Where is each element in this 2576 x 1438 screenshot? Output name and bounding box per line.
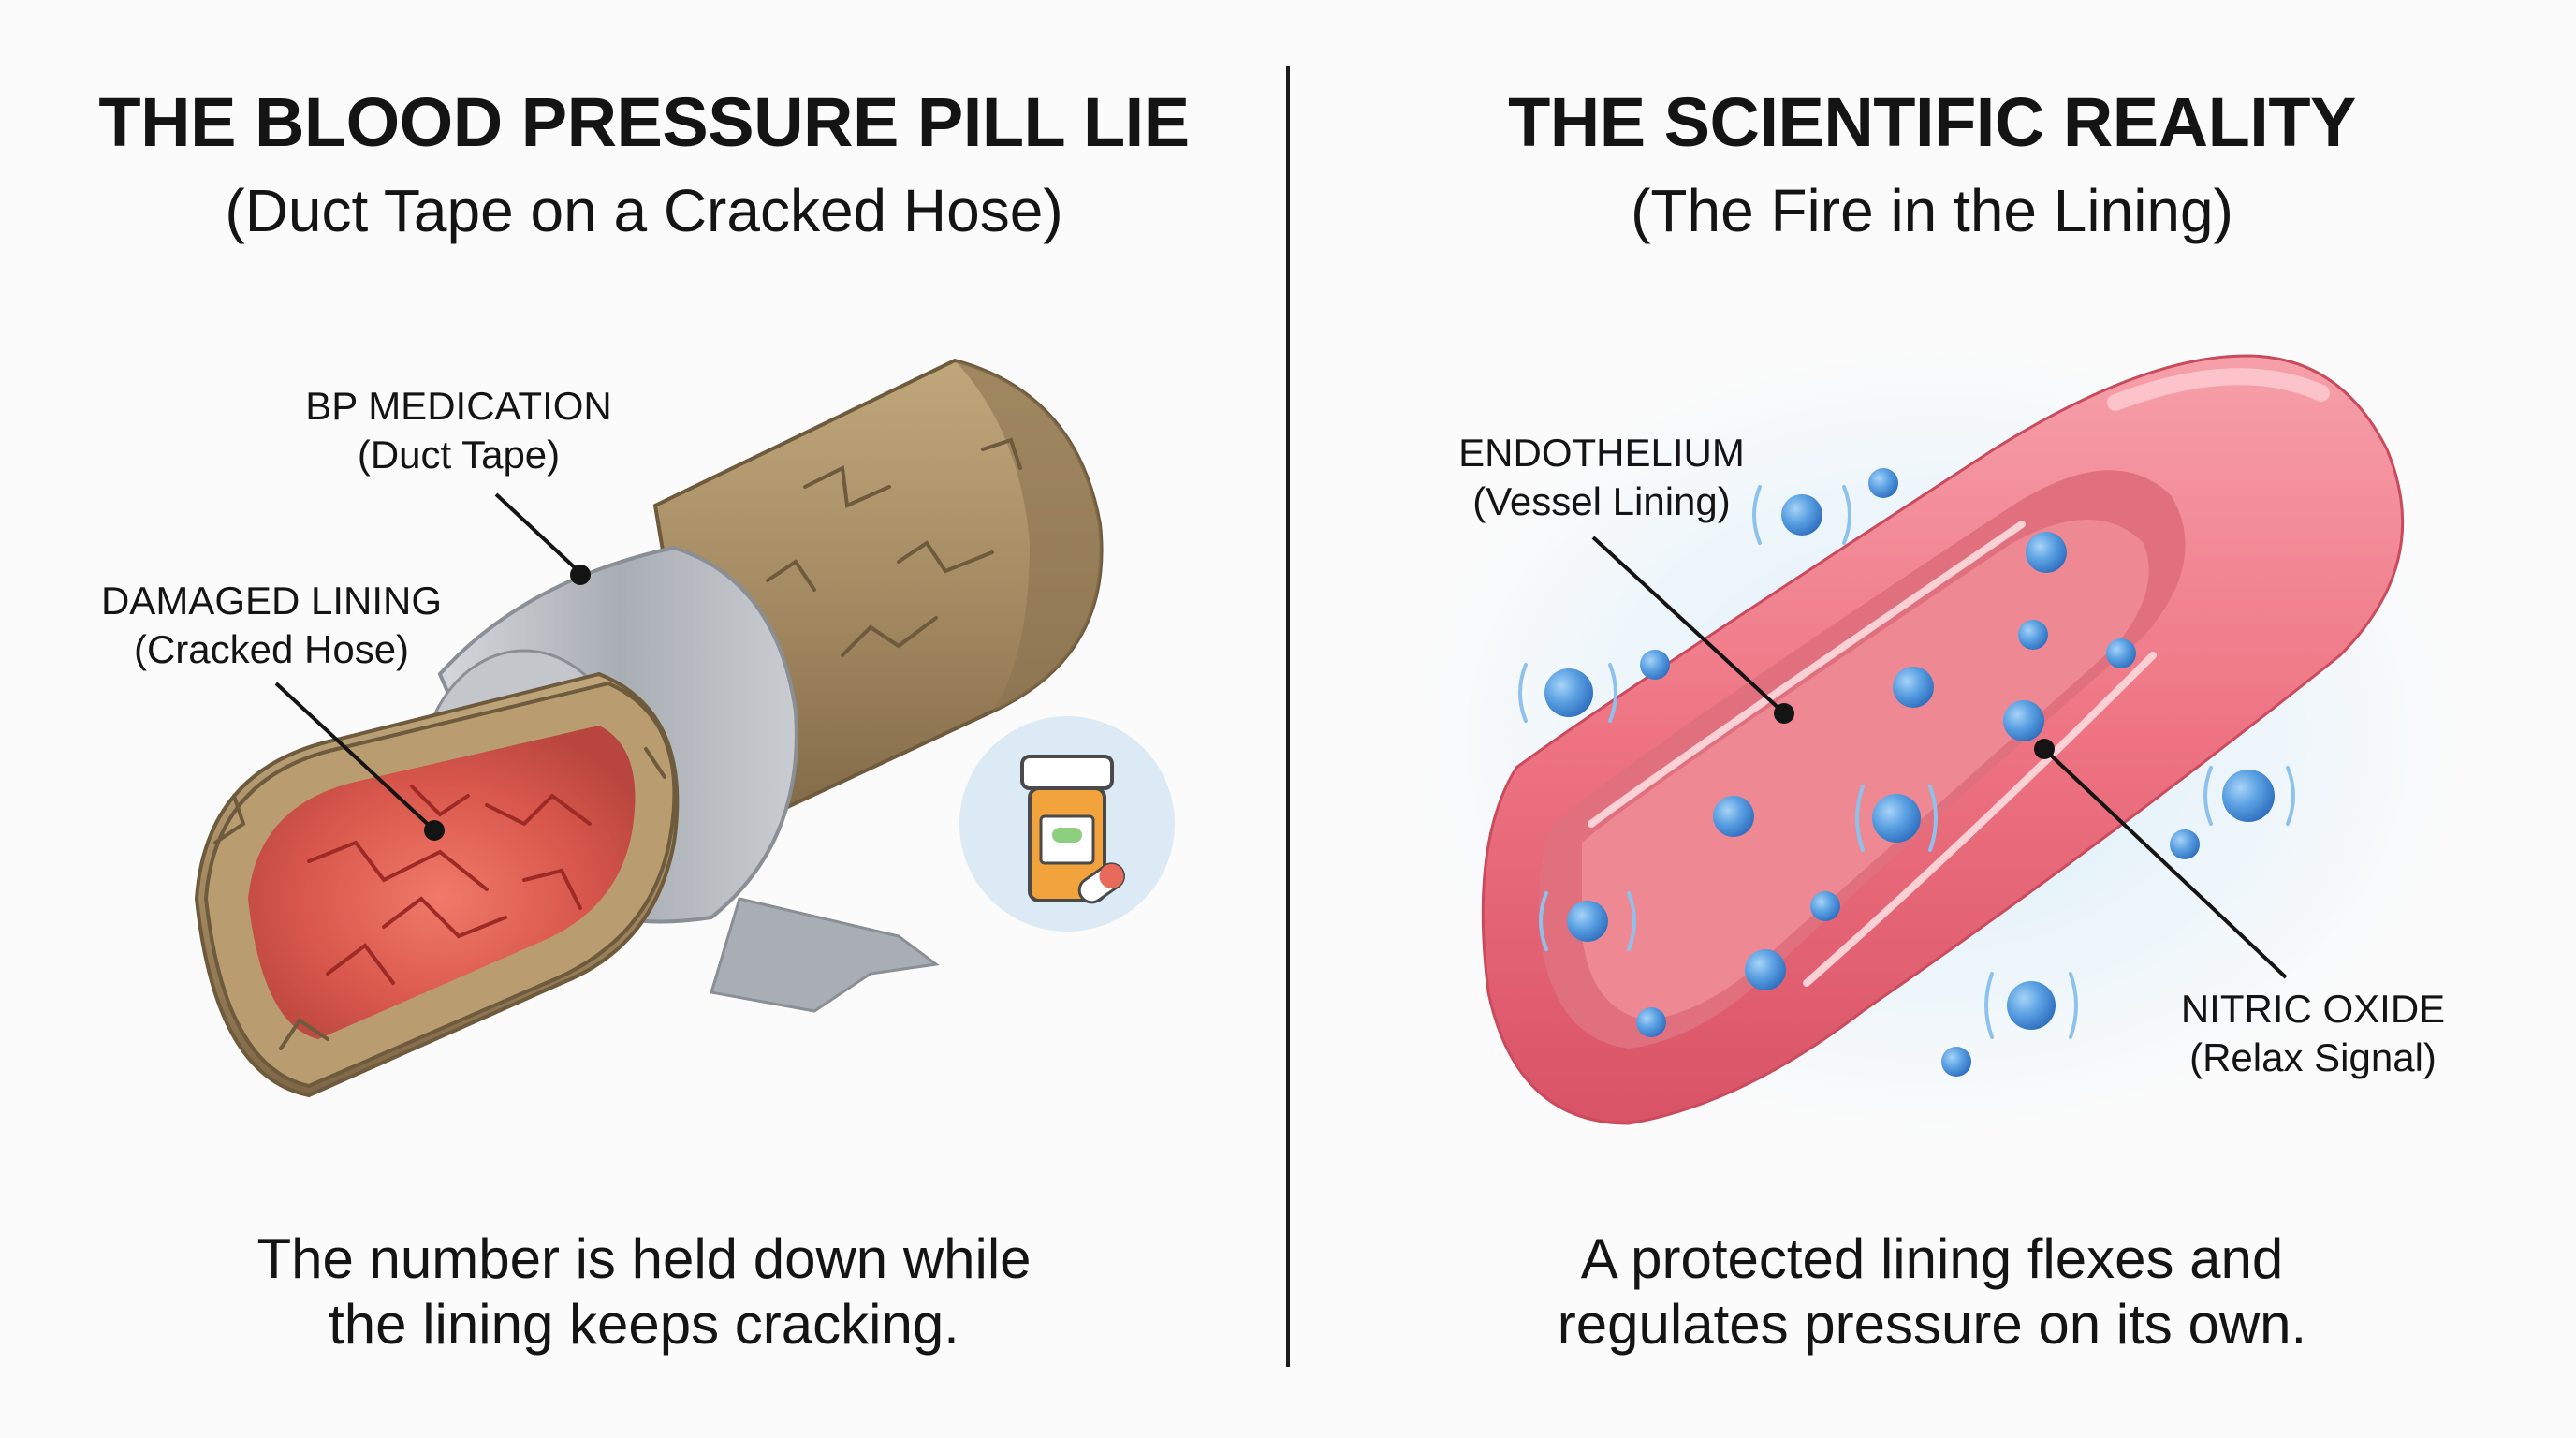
right-caption-line-2: regulates pressure on its own. <box>1557 1293 2307 1356</box>
right-caption-line-1: A protected lining flexes and <box>1580 1227 2284 1290</box>
left-subtitle: (Duct Tape on a Cracked Hose) <box>225 177 1063 244</box>
nitric-oxide-name: NITRIC OXIDE <box>2180 987 2446 1031</box>
damaged-lining-label: DAMAGED LINING (Cracked Hose) <box>75 577 468 674</box>
right-subtitle: (The Fire in the Lining) <box>1631 177 2233 244</box>
bp-medication-leader <box>494 492 591 585</box>
endothelium-note: (Vessel Lining) <box>1472 479 1731 523</box>
left-caption-line-1: The number is held down while <box>256 1227 1032 1290</box>
right-caption: A protected lining flexes and regulates … <box>1288 1226 2576 1357</box>
nitric-oxide-leader <box>2034 739 2288 979</box>
pill-bottle-icon <box>959 716 1175 932</box>
nitric-oxide-note: (Relax Signal) <box>2189 1035 2437 1079</box>
endothelium-name: ENDOTHELIUM <box>1458 431 1745 475</box>
nitric-oxide-molecules <box>1518 468 2295 1077</box>
left-caption: The number is held down while the lining… <box>0 1226 1288 1357</box>
right-title: THE SCIENTIFIC REALITY <box>1508 83 2356 161</box>
nitric-oxide-label: NITRIC OXIDE (Relax Signal) <box>2140 985 2486 1082</box>
bp-medication-name: BP MEDICATION <box>305 384 612 428</box>
endothelium-label: ENDOTHELIUM (Vessel Lining) <box>1428 429 1775 526</box>
damaged-lining-name: DAMAGED LINING <box>100 579 443 623</box>
endothelium-leader <box>1591 536 1794 724</box>
damaged-lining-leader <box>274 682 445 841</box>
damaged-lining-note: (Cracked Hose) <box>133 627 410 671</box>
bp-medication-label: BP MEDICATION (Duct Tape) <box>281 382 637 479</box>
left-panel: THE BLOOD PRESSURE PILL LIE (Duct Tape o… <box>0 83 1288 1357</box>
panel-divider <box>1286 66 1290 1367</box>
left-caption-line-2: the lining keeps cracking. <box>329 1293 959 1356</box>
cracked-hose-illustration <box>194 358 1104 1098</box>
right-panel: THE SCIENTIFIC REALITY (The Fire in the … <box>1288 0 2576 1438</box>
blood-vessel-illustration <box>1413 346 2462 1133</box>
left-title: THE BLOOD PRESSURE PILL LIE <box>98 83 1190 161</box>
bp-medication-note: (Duct Tape) <box>357 433 561 477</box>
